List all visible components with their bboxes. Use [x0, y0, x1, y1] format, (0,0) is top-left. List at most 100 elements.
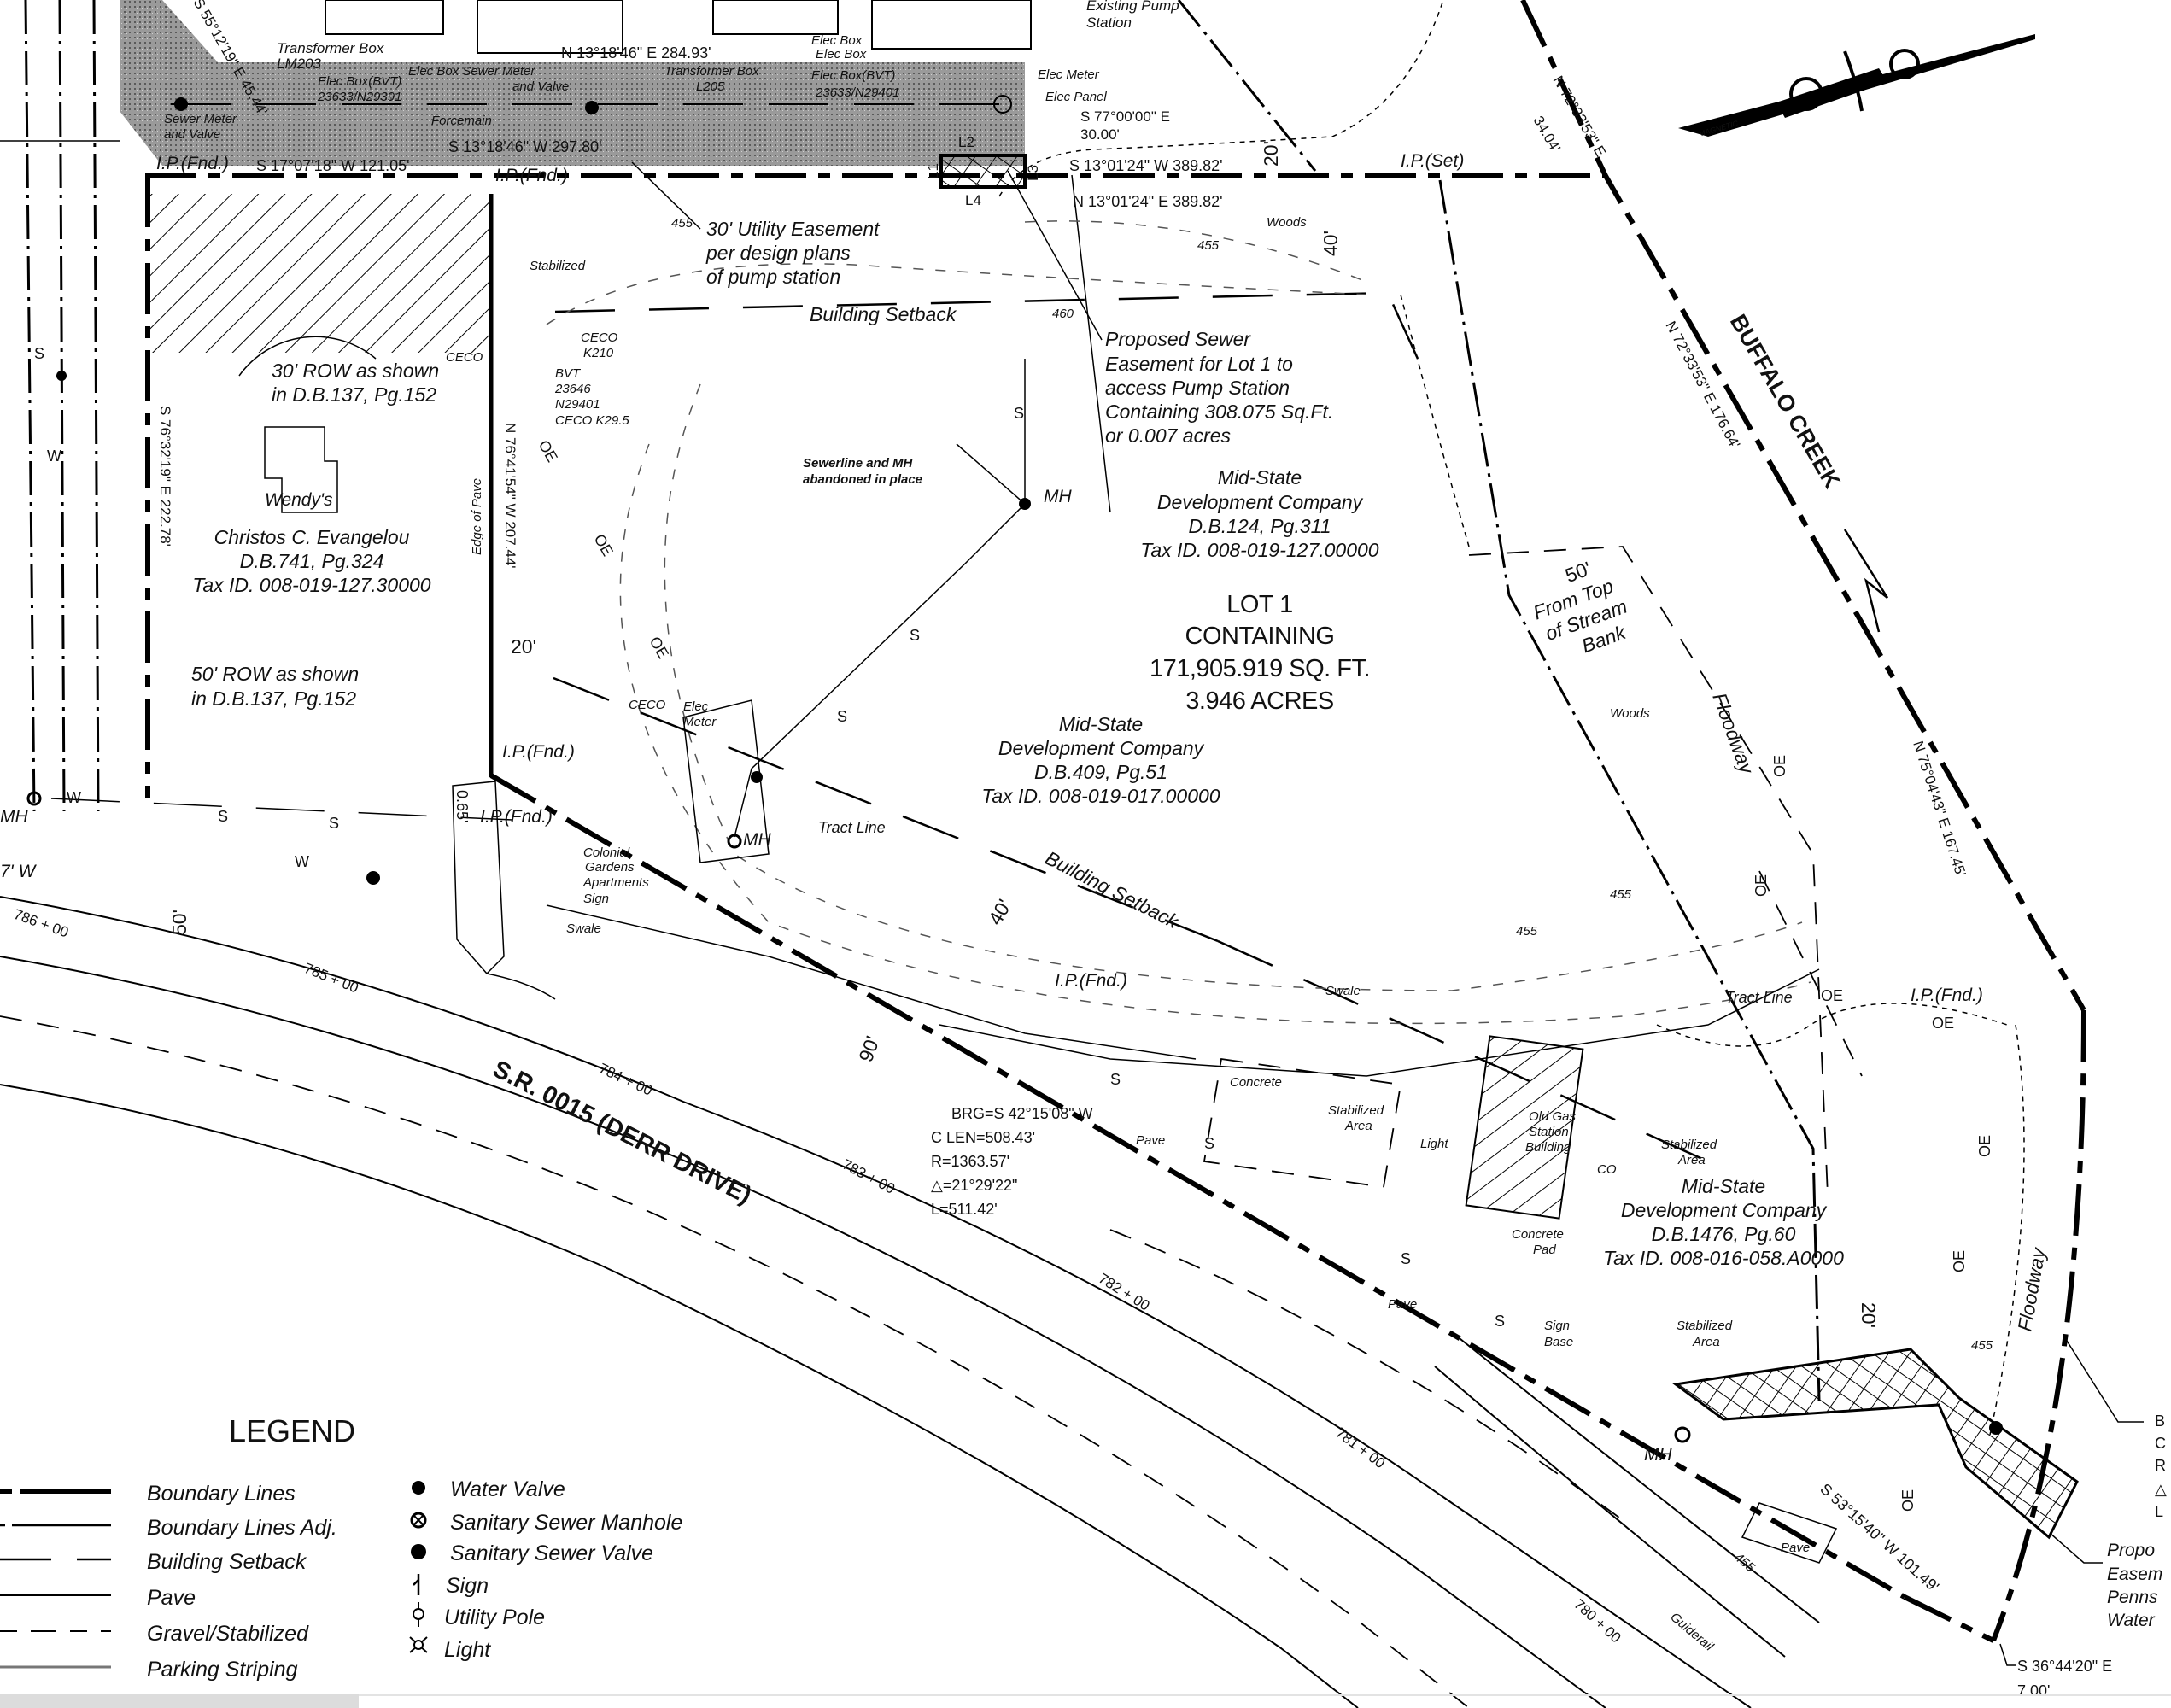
concrete-pad-label: Pad — [1533, 1243, 1556, 1257]
bearing-label: S 76°32'19" E 222.78' — [157, 406, 173, 547]
pave-label: Pave — [1388, 1297, 1417, 1312]
contour-label: 455 — [1516, 924, 1538, 939]
gas-station-label: Station — [1529, 1125, 1569, 1139]
sewer-line-marker: S — [837, 708, 847, 725]
forcemain-label: Forcemain — [431, 114, 492, 128]
oe-label: OE — [591, 531, 617, 559]
proposed-sewer-easement-label: Proposed Sewer — [1105, 328, 1251, 350]
legend: LEGEND Boundary Lines Boundary Lines Adj… — [0, 1413, 682, 1682]
pump-station-label: Station — [1086, 15, 1132, 31]
curve-data-cut: △ — [2155, 1481, 2167, 1498]
ip-found-label: I.P.(Fnd.) — [502, 742, 575, 762]
boundary-lines — [145, 0, 2086, 1643]
parcel-label: Development Company — [1621, 1199, 1828, 1221]
sewer-line-marker: S — [1401, 1250, 1411, 1267]
elec-box-bvt-label: Elec Box(BVT) — [811, 68, 895, 83]
curve-data-cut: C — [2155, 1435, 2166, 1452]
oe-label: OE — [647, 634, 672, 662]
elec-box-bvt-label: 23633/N29401 — [815, 85, 899, 100]
stabilized-area-label: Stabilized — [1661, 1138, 1717, 1152]
parcel-label: Tax ID. 008-016-058.A0000 — [1603, 1247, 1844, 1269]
colonial-sign-label: Sign — [583, 892, 609, 906]
dimension-label: 20' — [511, 635, 536, 658]
oe-label: OE — [1951, 1250, 1968, 1272]
elec-panel-label: Elec Panel — [1045, 90, 1107, 104]
curve-data-label: R=1363.57' — [931, 1153, 1009, 1170]
sewer-line-marker: S — [329, 815, 339, 832]
oe-label: OE — [1821, 987, 1843, 1004]
proposed-sewer-easement-label: or 0.007 acres — [1105, 424, 1232, 447]
building-setback-label: Building Setback — [1042, 846, 1184, 933]
gas-station-label: Old Gas — [1529, 1109, 1577, 1124]
row-label: 50' ROW as shown — [191, 663, 359, 685]
parcel-label: D.B.741, Pg.324 — [240, 550, 384, 572]
building-setback-label: Building Setback — [810, 303, 957, 325]
line-label: L2 — [958, 134, 974, 150]
gas-station-label: Building — [1525, 1140, 1571, 1155]
curve-data-cut: L — [2155, 1503, 2163, 1520]
edge-of-pave-label: Edge of Pave — [470, 478, 484, 555]
row-arc — [238, 336, 377, 377]
parcel-label: D.B.1476, Pg.60 — [1652, 1223, 1796, 1245]
viewer-scrollbar[interactable] — [0, 1694, 359, 1708]
utility-easement-label: per design plans — [705, 242, 851, 264]
oe-label: OE — [1932, 1015, 1954, 1032]
ip-found-label: I.P.(Fnd.) — [480, 807, 553, 827]
colonial-sign-label: Gardens — [585, 860, 635, 874]
ceco-label: CECO — [629, 698, 666, 712]
ip-found-label: I.P.(Fnd.) — [495, 166, 568, 185]
pave-label: Pave — [1136, 1133, 1165, 1148]
station-label: 781 + 00 — [1333, 1424, 1389, 1471]
parcel-label: D.B.409, Pg.51 — [1034, 761, 1167, 783]
stabilized-area-label: Area — [1344, 1119, 1372, 1133]
water-line-marker: W — [47, 447, 61, 465]
swale-label: Swale — [1325, 984, 1361, 998]
ip-found-label: I.P.(Fnd.) — [1911, 986, 1983, 1005]
stabilized-area-label: Area — [1692, 1335, 1720, 1349]
ip-set-label: I.P.(Set) — [1401, 151, 1464, 171]
bearing-label: S 36°44'20" E — [2017, 1658, 2112, 1675]
stabilized-area-label: Area — [1677, 1153, 1706, 1167]
sewer-meter-label: and Valve — [164, 127, 220, 142]
station-label: 784 + 00 — [596, 1060, 654, 1098]
legend-line-label: Pave — [147, 1586, 196, 1610]
legend-symbol-label: Utility Pole — [444, 1606, 545, 1629]
sewer-valve-icon — [411, 1544, 426, 1559]
guiderail-label: Guiderail — [1667, 1610, 1716, 1654]
water-line-marker: W — [67, 789, 81, 806]
bearing-label: 34.04' — [1530, 114, 1564, 155]
station-label: 786 + 00 — [12, 906, 71, 941]
dimension-label: 40' — [984, 896, 1016, 929]
legend-symbol-label: Sanitary Sewer Manhole — [450, 1511, 682, 1535]
station-label: 783 + 00 — [840, 1156, 898, 1197]
sewer-meter-label: Elec Box Sewer Meter — [408, 64, 535, 79]
stabilized-area-label: Stabilized — [1677, 1319, 1733, 1333]
bearing-label: 7.00' — [2017, 1682, 2050, 1699]
oe-label: OE — [1753, 874, 1770, 897]
wendys-label: Wendy's — [265, 490, 333, 510]
manhole-label: MH — [0, 807, 28, 827]
light-icon — [409, 1636, 428, 1653]
oe-label: OE — [535, 437, 561, 465]
sewer-meter-label: Sewer Meter — [164, 112, 237, 126]
elec-meter-label: Elec — [683, 699, 709, 714]
light-label: Light — [1420, 1137, 1448, 1151]
ip-found-label: I.P.(Fnd.) — [1055, 971, 1127, 991]
dimension-label: 90' — [854, 1033, 884, 1065]
contour-label: 455 — [1971, 1338, 1993, 1353]
pave-label: Pave — [1781, 1541, 1810, 1555]
bearing-label: S 13°01'24" W 389.82' — [1069, 157, 1223, 174]
row-label: in D.B.137, Pg.152 — [191, 687, 356, 710]
ceco-label: N29401 — [555, 397, 600, 412]
parcel-label: Mid-State — [1682, 1175, 1765, 1197]
curve-data-label: C LEN=508.43' — [931, 1129, 1035, 1146]
stabilized-label: Stabilized — [530, 259, 586, 273]
elec-meter-label: Elec Meter — [1038, 67, 1100, 82]
bearing-label: S 13°18'46" W 297.80' — [448, 138, 602, 155]
bearing-label: 30.00' — [1080, 126, 1120, 143]
legend-symbol-label: Sign — [446, 1574, 489, 1598]
tract-line-label: Tract Line — [818, 819, 886, 836]
water-easement-label-cut: Easem — [2107, 1565, 2162, 1584]
concrete-label: Concrete — [1230, 1075, 1282, 1090]
swale-label: Swale — [566, 921, 601, 936]
